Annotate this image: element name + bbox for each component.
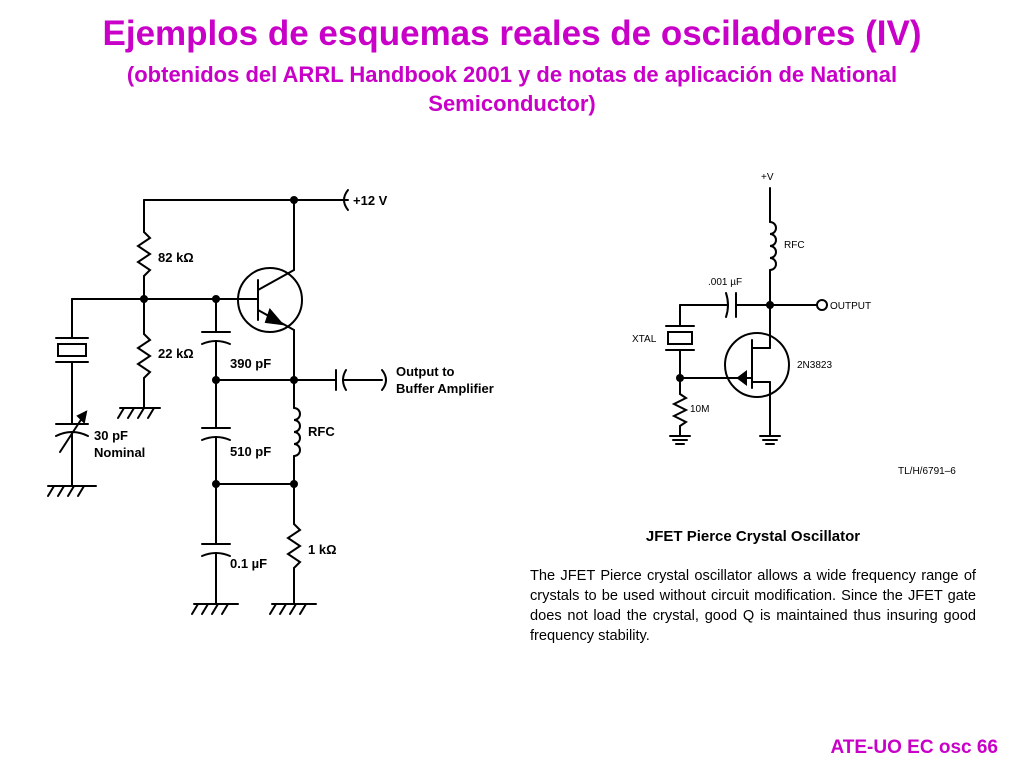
xtal-label: XTAL xyxy=(632,334,657,345)
figure-id-label: TL/H/6791–6 xyxy=(898,466,956,477)
v-supply-label: +V xyxy=(761,172,774,183)
trimmer-nominal-label: Nominal xyxy=(94,445,145,460)
slide-subtitle: (obtenidos del ARRL Handbook 2001 y de n… xyxy=(126,62,898,116)
left-oscillator-schematic xyxy=(47,189,387,615)
c510-label: 510 pF xyxy=(230,444,271,459)
slide-footer: ATE-UO EC osc 66 xyxy=(830,737,998,758)
rfc-label: RFC xyxy=(308,424,335,439)
r82k-label: 82 kΩ xyxy=(158,250,194,265)
right-oscillator-schematic xyxy=(665,187,828,445)
figure-caption: JFET Pierce Crystal Oscillator xyxy=(645,528,861,545)
output-buffer-label: Buffer Amplifier xyxy=(396,381,494,396)
right-rfc-label: RFC xyxy=(784,240,805,251)
figure-description: The JFET Pierce crystal oscillator allow… xyxy=(530,568,976,644)
supply-label: +12 V xyxy=(353,193,388,208)
slide-title: Ejemplos de esquemas reales de oscilador… xyxy=(102,14,922,53)
c390-label: 390 pF xyxy=(230,356,271,371)
right-junctions xyxy=(676,301,774,382)
r1k-label: 1 kΩ xyxy=(308,542,337,557)
output-label: Output to xyxy=(396,364,455,379)
coupling-cap-label: .001 µF xyxy=(708,277,742,288)
left-junctions xyxy=(140,196,298,488)
trimmer-label: 30 pF xyxy=(94,428,128,443)
output-port-label: OUTPUT xyxy=(830,301,871,312)
jfet-label: 2N3823 xyxy=(797,360,832,371)
c01-label: 0.1 µF xyxy=(230,556,267,571)
r22k-label: 22 kΩ xyxy=(158,346,194,361)
r10m-label: 10M xyxy=(690,404,709,415)
